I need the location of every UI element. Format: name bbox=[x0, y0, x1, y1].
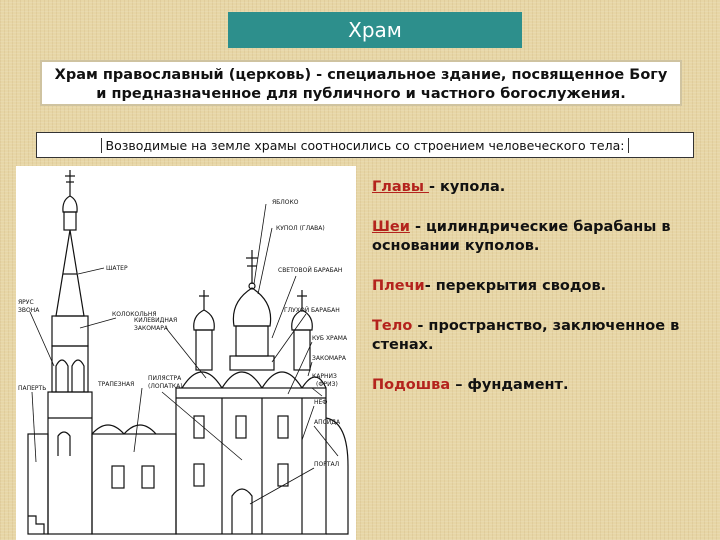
term-glavy: Главы - купола. bbox=[372, 178, 692, 197]
definition-box: Храм православный (церковь) - специально… bbox=[40, 60, 682, 106]
term-definition: – фундамент. bbox=[450, 377, 569, 393]
term-definition: - перекрытия сводов. bbox=[424, 278, 607, 294]
label-portal: ПОРТАЛ bbox=[314, 461, 339, 468]
label-shater: ШАТЕР bbox=[106, 265, 128, 272]
term-definition: - купола. bbox=[428, 179, 506, 195]
term-keyword: Шеи bbox=[372, 219, 410, 235]
label-gluhoy-baraban: ГЛУХОЙ БАРАБАН bbox=[284, 307, 340, 314]
church-drawing: ЯБЛОКО КУПОЛ (ГЛАВА) ШАТЕР СВЕТОВОЙ БАРА… bbox=[18, 170, 349, 535]
term-plechi: Плечи- перекрытия сводов. bbox=[372, 277, 692, 296]
terms-list: Главы - купола. Шеи - цилиндрические бар… bbox=[372, 178, 692, 416]
label-svetovoy-baraban: СВЕТОВОЙ БАРАБАН bbox=[278, 267, 342, 274]
label-zakomara-kil: ЗАКОМАРА bbox=[134, 325, 169, 332]
label-friz: (ФРИЗ) bbox=[316, 381, 338, 388]
label-lopatka: (ЛОПАТКА) bbox=[148, 383, 183, 390]
term-shei: Шеи - цилиндрические барабаны в основани… bbox=[372, 218, 692, 256]
term-definition: - цилиндрические барабаны в основании ку… bbox=[372, 219, 671, 254]
church-diagram: ЯБЛОКО КУПОЛ (ГЛАВА) ШАТЕР СВЕТОВОЙ БАРА… bbox=[16, 166, 356, 540]
term-keyword: Подошва bbox=[372, 377, 451, 393]
label-yarus: ЯРУС bbox=[18, 299, 34, 306]
term-keyword: Плечи bbox=[372, 278, 425, 294]
label-apsida: АПСИДА bbox=[314, 419, 341, 426]
label-kilevidnaya: КИЛЕВИДНАЯ bbox=[134, 317, 177, 324]
label-karniz: КАРНИЗ bbox=[312, 373, 337, 380]
label-zvona: ЗВОНА bbox=[18, 307, 40, 314]
term-podoshva: Подошва – фундамент. bbox=[372, 376, 692, 395]
label-zakomara: ЗАКОМАРА bbox=[312, 355, 347, 362]
label-trapeznaya: ТРАПЕЗНАЯ bbox=[97, 381, 134, 388]
subheading-text: Возводимые на земле храмы соотносились с… bbox=[100, 137, 630, 153]
subheading-box: Возводимые на земле храмы соотносились с… bbox=[36, 132, 694, 158]
label-kolokolnya: КОЛОКОЛЬНЯ bbox=[112, 311, 157, 318]
slide-title: Храм bbox=[228, 12, 522, 48]
term-definition: - пространство, заключенное в стенах. bbox=[372, 318, 680, 353]
label-yabloko: ЯБЛОКО bbox=[272, 199, 299, 206]
label-kub-hrama: КУБ ХРАМА bbox=[312, 335, 348, 342]
definition-line-2: и предназначенное для публичного и частн… bbox=[96, 86, 626, 102]
label-kupol: КУПОЛ (ГЛАВА) bbox=[276, 225, 325, 232]
term-keyword: Тело bbox=[372, 318, 413, 334]
definition-line-1: Храм православный (церковь) - специально… bbox=[54, 67, 668, 83]
label-paperti: ПАПЕРТЬ bbox=[18, 385, 46, 392]
term-telo: Тело - пространство, заключенное в стена… bbox=[372, 317, 692, 355]
label-pilyastra: ПИЛЯСТРА bbox=[148, 375, 182, 382]
label-nef: НЕФ bbox=[314, 399, 327, 406]
term-keyword: Главы bbox=[372, 179, 429, 195]
